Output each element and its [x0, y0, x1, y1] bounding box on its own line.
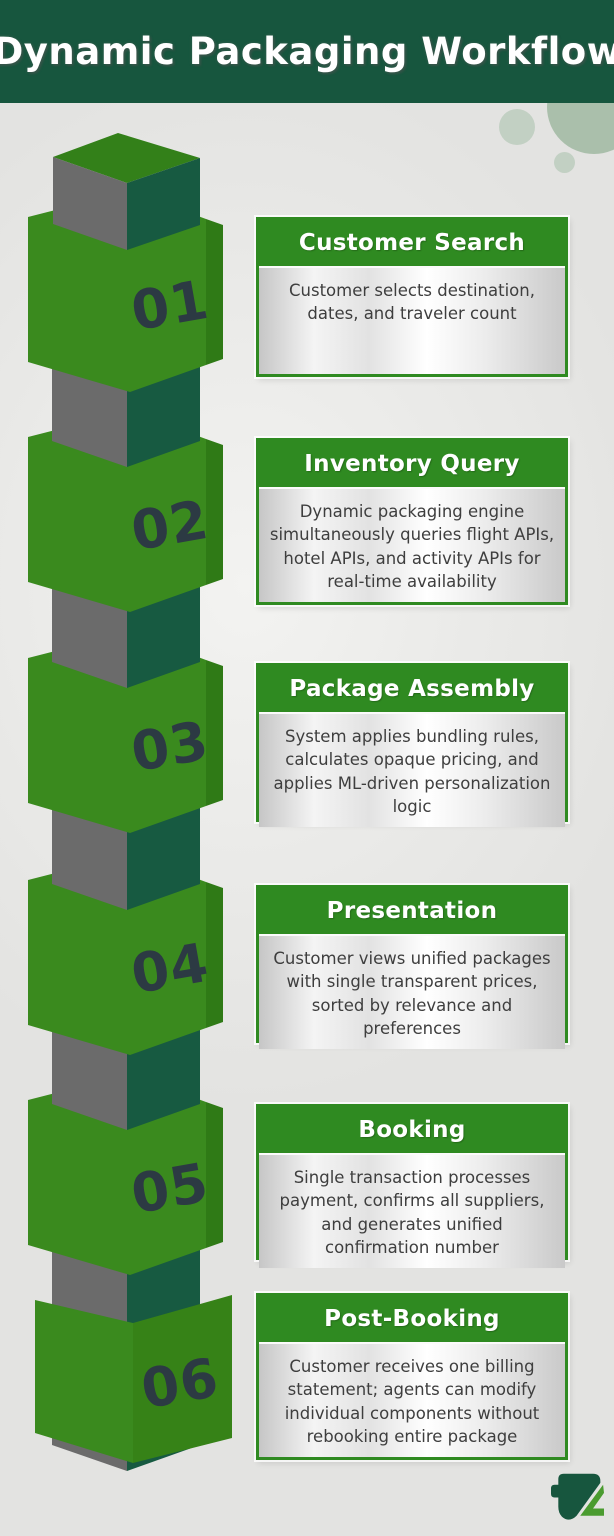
page-title: Dynamic Packaging Workflow [0, 30, 614, 73]
step-description: Single transaction processes payment, co… [259, 1153, 565, 1268]
step-title-bar: Package Assembly [259, 666, 565, 712]
step-card-inventory-query: Inventory Query Dynamic packaging engine… [256, 438, 568, 605]
header-bar: Dynamic Packaging Workflow [0, 0, 614, 103]
step-card-package-assembly: Package Assembly System applies bundling… [256, 663, 568, 827]
tower-top-cube [53, 133, 200, 250]
step-card-presentation: Presentation Customer views unified pack… [256, 885, 568, 1049]
cube-block-05 [28, 1074, 223, 1275]
cube-block-01 [28, 191, 223, 392]
step-card-booking: Booking Single transaction processes pay… [256, 1104, 568, 1268]
step-card-post-booking: Post-Booking Customer receives one billi… [256, 1293, 568, 1460]
step-title-bar: Customer Search [259, 220, 565, 266]
step-title: Presentation [326, 898, 498, 924]
step-card-customer-search: Customer Search Customer selects destina… [256, 217, 568, 377]
step-title: Post-Booking [324, 1306, 500, 1332]
step-title: Package Assembly [289, 676, 535, 702]
decor-circle-medium [499, 109, 535, 145]
cube-block-02 [28, 411, 223, 612]
step-description: Customer receives one billing statement;… [259, 1342, 565, 1457]
cube-block-03 [28, 632, 223, 833]
step-title-bar: Presentation [259, 888, 565, 934]
step-number: 01 [126, 267, 214, 343]
step-number: 02 [126, 487, 214, 563]
step-number: 06 [136, 1345, 224, 1421]
step-description: Dynamic packaging engine simultaneously … [259, 487, 565, 602]
step-description: System applies bundling rules, calculate… [259, 712, 565, 827]
step-title-bar: Post-Booking [259, 1296, 565, 1342]
step-description: Customer selects destination, dates, and… [259, 266, 565, 374]
step-title: Customer Search [298, 230, 526, 256]
step-title-bar: Inventory Query [259, 441, 565, 487]
step-number: 04 [126, 930, 214, 1006]
step-title: Booking [358, 1117, 466, 1143]
brand-logo-icon [551, 1473, 604, 1520]
cube-block-06 [35, 1295, 232, 1463]
step-number: 03 [126, 708, 214, 784]
step-description: Customer views unified packages with sin… [259, 934, 565, 1049]
step-number: 05 [126, 1150, 214, 1226]
step-title-bar: Booking [259, 1107, 565, 1153]
cube-block-04 [28, 854, 223, 1055]
step-title: Inventory Query [304, 451, 520, 477]
decor-circle-small [554, 152, 575, 173]
